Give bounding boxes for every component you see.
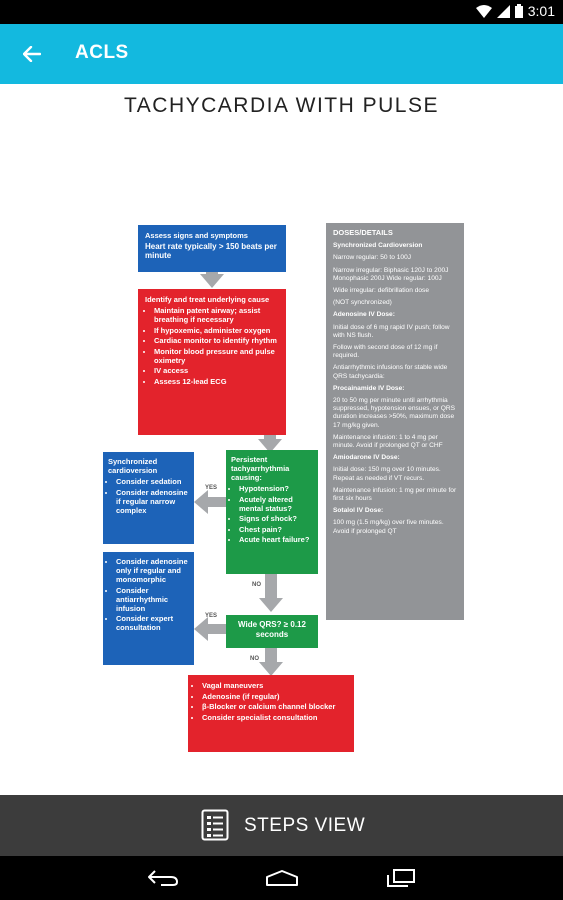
no-label: NO (250, 656, 259, 662)
vagal-box: Vagal maneuvers Adenosine (if regular) β… (188, 675, 354, 752)
nav-back-button[interactable] (143, 864, 183, 892)
wide-qrs-box: Wide QRS? ≥ 0.12 seconds (226, 615, 318, 648)
arrow-left-icon (23, 46, 41, 62)
wide-qrs-text: Wide QRS? ≥ 0.12 seconds (238, 620, 306, 639)
identify-box: Identify and treat underlying cause Main… (138, 289, 286, 435)
doses-line: Narrow regular: 50 to 100J (333, 254, 412, 262)
persistent-list: Hypotension? Acutely altered mental stat… (231, 484, 313, 544)
adenosine-box: Consider adenosine only if regular and m… (103, 552, 194, 665)
doses-subheader: Procainamide IV Dose: (333, 384, 405, 392)
doses-line: Wide irregular: defibrillation dose (333, 287, 430, 295)
list-item: β-Blocker or calcium channel blocker (202, 702, 348, 711)
wifi-icon (475, 4, 492, 18)
yes-label: YES (205, 485, 218, 491)
list-item: Acute heart failure? (239, 535, 313, 544)
doses-subheader: Sotalol IV Dose: (333, 507, 384, 515)
back-icon (148, 870, 178, 886)
list-item: If hypoxemic, administer oxygen (154, 326, 279, 335)
page-title: TACHYCARDIA WITH PULSE (124, 94, 439, 117)
algorithm-content[interactable]: TACHYCARDIA WITH PULSE Assess signs and … (0, 84, 563, 795)
doses-line: Maintenance infusion: 1 mg per minute fo… (333, 486, 457, 503)
arrow-down (259, 598, 283, 612)
home-icon (266, 870, 298, 886)
app-title: ACLS (75, 42, 129, 63)
arrow-left (194, 617, 208, 641)
persistent-title: Persistent tachyarrhythmia causing: (231, 455, 290, 482)
nav-home-button[interactable] (262, 864, 302, 892)
doses-line: Maintenance infusion: 1 to 4 mg per minu… (333, 433, 443, 450)
cell-signal-icon (496, 4, 510, 18)
battery-icon (514, 4, 523, 18)
doses-subheader: Synchronized Cardioversion (333, 242, 423, 250)
doses-title: DOSES/DETAILS (333, 228, 393, 237)
steps-view-button[interactable]: STEPS VIEW (0, 795, 563, 856)
doses-line: Initial dose: 150 mg over 10 minutes. Re… (333, 466, 441, 482)
doses-line: 20 to 50 mg per minute until arrhythmia … (333, 397, 456, 429)
identify-list: Maintain patent airway; assist breathing… (145, 306, 279, 386)
list-item: IV access (154, 366, 279, 375)
list-item: Consider sedation (116, 477, 189, 486)
list-item: Consider adenosine if regular narrow com… (116, 488, 189, 515)
status-bar: 3:01 (0, 0, 563, 24)
arrow-down (200, 274, 224, 288)
doses-line: Initial dose of 6 mg rapid IV push; foll… (333, 323, 450, 339)
sync-list: Consider sedation Consider adenosine if … (108, 477, 189, 515)
nav-recents-button[interactable] (381, 864, 421, 892)
recents-icon (387, 869, 415, 887)
list-item: Assess 12-lead ECG (154, 377, 279, 386)
list-item: Hypotension? (239, 484, 313, 493)
list-item: Cardiac monitor to identify rhythm (154, 336, 279, 345)
yes-label: YES (205, 613, 218, 619)
doses-line: 100 mg (1.5 mg/kg) over five minutes. Av… (333, 519, 444, 535)
arrow-shaft (206, 272, 218, 274)
vagal-list: Vagal maneuvers Adenosine (if regular) β… (194, 681, 348, 722)
adenosine-list: Consider adenosine only if regular and m… (108, 557, 189, 632)
assess-detail: Heart rate typically > 150 beats per min… (145, 242, 277, 260)
arrow-shaft (264, 435, 276, 439)
system-nav-bar (0, 856, 563, 900)
clock: 3:01 (527, 3, 555, 19)
doses-subheader: Adenosine IV Dose: (333, 311, 395, 319)
steps-view-label: STEPS VIEW (244, 815, 366, 836)
arrow-down (259, 662, 283, 676)
sync-cardioversion-box: Synchronized cardioversion Consider seda… (103, 452, 194, 544)
assess-box: Assess signs and symptoms Heart rate typ… (138, 225, 286, 272)
list-item: Signs of shock? (239, 514, 313, 523)
list-item: Monitor blood pressure and pulse oximetr… (154, 347, 279, 365)
doses-details-box: DOSES/DETAILS Synchronized Cardioversion… (326, 223, 464, 620)
assess-title: Assess signs and symptoms (145, 231, 248, 240)
list-icon (201, 809, 229, 841)
list-item: Consider specialist consultation (202, 713, 348, 722)
list-item: Maintain patent airway; assist breathing… (154, 306, 279, 324)
list-item: Vagal maneuvers (202, 681, 348, 690)
list-item: Consider adenosine only if regular and m… (116, 557, 189, 584)
doses-line: Antiarrhythmic infusions for stable wide… (333, 364, 448, 380)
list-item: Consider expert consultation (116, 614, 189, 632)
persistent-box: Persistent tachyarrhythmia causing: Hypo… (226, 450, 318, 574)
doses-subheader: Amiodarone IV Dose: (333, 454, 400, 462)
back-button[interactable] (16, 38, 48, 70)
doses-line: Narrow irregular: Biphasic 120J to 200J … (333, 266, 449, 282)
no-label: NO (252, 582, 261, 588)
arrow-left (194, 490, 208, 514)
list-item: Adenosine (if regular) (202, 692, 348, 701)
arrow-down (258, 439, 282, 453)
list-item: Consider antiarrhythmic infusion (116, 586, 189, 613)
status-icons: 3:01 (475, 3, 555, 19)
arrow-shaft (208, 624, 226, 634)
app-bar: ACLS (0, 24, 563, 84)
arrow-shaft (265, 648, 277, 662)
identify-title: Identify and treat underlying cause (145, 295, 270, 304)
list-item: Chest pain? (239, 525, 313, 534)
list-item: Acutely altered mental status? (239, 495, 313, 513)
doses-line: (NOT synchronized) (333, 299, 392, 307)
arrow-shaft (208, 497, 226, 507)
doses-line: Follow with second dose of 12 mg if requ… (333, 344, 438, 360)
sync-title: Synchronized cardioversion (108, 457, 158, 475)
arrow-shaft (265, 574, 277, 598)
